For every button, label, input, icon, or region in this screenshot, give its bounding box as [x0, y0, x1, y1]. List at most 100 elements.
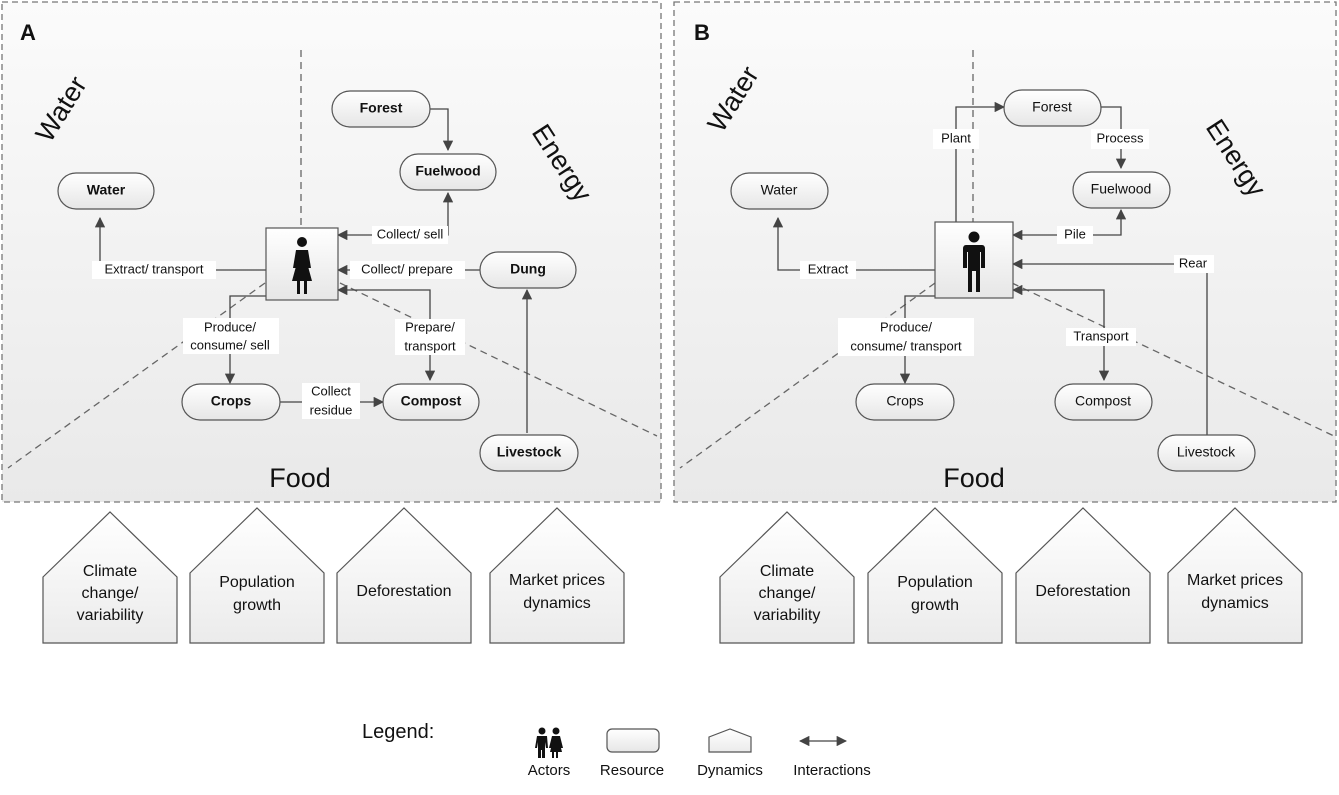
edge-label-extract: Extract: [808, 261, 849, 276]
resource-compost: [1054, 383, 1153, 421]
dynamics-row-a: Climate change/ variability Population g…: [42, 507, 625, 644]
edge-label-extract-transport: Extract/ transport: [105, 261, 204, 276]
sector-food-label: Food: [943, 463, 1005, 493]
panel-a-letter: A: [20, 20, 36, 45]
dynamics-market: [489, 507, 625, 644]
legend: Legend: Actors Resource Dynamics Interac…: [362, 721, 871, 779]
legend-actors-icon: [535, 727, 563, 758]
edge-label-bg: [838, 318, 974, 356]
edge-label-bg: [800, 261, 856, 279]
edge-label-process: Process: [1097, 130, 1144, 145]
resource-livestock: [1157, 434, 1256, 472]
edge-label-bg: [1066, 328, 1136, 346]
edge-label-bg: [92, 261, 216, 279]
resource-water-label: Water: [761, 182, 798, 198]
dynamics-market: [1167, 507, 1303, 644]
resource-dung-label: Dung: [510, 261, 546, 277]
dynamics-market-line-2: dynamics: [523, 595, 591, 612]
resource-forest-label: Forest: [360, 100, 403, 116]
divider-left: [7, 282, 266, 469]
resource-forest: [1003, 89, 1102, 127]
edge-label-produce-2: consume/ sell: [190, 337, 270, 352]
edge-actor-forest: [955, 101, 1006, 222]
legend-resource-label: Resource: [600, 762, 664, 779]
edge-label-bg: [1091, 129, 1149, 149]
edge-actor-fuelwood: [1011, 208, 1127, 241]
resource-forest-label: Forest: [1032, 99, 1072, 115]
edge-label-collect-residue-1: Collect: [311, 383, 351, 398]
edge-label-prepare-1: Prepare/: [405, 319, 455, 334]
edge-label-bg: [350, 261, 465, 279]
dynamics-deforestation: [1015, 507, 1151, 644]
dynamics-climate-line-1: Climate: [83, 563, 137, 580]
edge-label-plant: Plant: [941, 130, 971, 145]
dynamics-population-line-2: growth: [233, 597, 281, 614]
resource-fuelwood-label: Fuelwood: [1091, 181, 1152, 197]
man-icon: [963, 231, 985, 292]
edge-label-collect-residue-2: residue: [310, 402, 353, 417]
legend-interactions-label: Interactions: [793, 762, 871, 779]
dynamics-population-line-1: Population: [219, 574, 295, 591]
resource-water: [57, 172, 155, 210]
panel-b-letter: B: [694, 20, 710, 45]
edge-label-produce-1: Produce/: [204, 319, 256, 334]
resource-dung: [479, 251, 577, 289]
resource-forest: [331, 90, 431, 128]
panel-b: B Water Energy Food Plant Process Pile E…: [673, 1, 1337, 503]
resource-water: [730, 172, 829, 210]
dynamics-market-line-1: Market prices: [509, 572, 605, 589]
edge-label-bg: [183, 318, 279, 354]
dynamics-deforestation-line-1: Deforestation: [1035, 583, 1130, 600]
resource-crops-label: Crops: [886, 393, 923, 409]
edge-label-bg: [372, 226, 448, 244]
edge-label-produce-2: consume/ transport: [850, 338, 962, 353]
resource-livestock: [479, 434, 579, 472]
legend-dynamics-shape: [708, 728, 752, 753]
edge-actor-water: [772, 216, 935, 271]
resource-water-label: Water: [87, 182, 126, 198]
dynamics-population-line-2: growth: [911, 597, 959, 614]
legend-dynamics-label: Dynamics: [697, 762, 763, 779]
edge-label-collect-prepare: Collect/ prepare: [361, 261, 453, 276]
legend-title: Legend:: [362, 721, 434, 743]
dynamics-climate: [42, 511, 178, 644]
resource-compost: [382, 383, 480, 421]
dynamics-climate-line-3: variability: [754, 607, 821, 624]
resource-fuelwood: [399, 153, 497, 191]
dynamics-deforestation: [336, 507, 472, 644]
dynamics-market-line-2: dynamics: [1201, 595, 1269, 612]
edge-label-bg: [933, 129, 979, 149]
divider-left: [679, 282, 936, 469]
resource-crops-label: Crops: [211, 393, 252, 409]
resource-compost-label: Compost: [401, 393, 462, 409]
legend-resource-shape: [606, 728, 660, 753]
dynamics-population: [867, 507, 1003, 644]
resource-crops: [855, 383, 955, 421]
edge-actor-compost: [1011, 284, 1110, 382]
edge-label-rear: Rear: [1179, 255, 1208, 270]
edge-label-produce-1: Produce/: [880, 319, 932, 334]
divider-right: [339, 282, 658, 437]
edge-label-transport: Transport: [1073, 328, 1129, 343]
legend-actors-label: Actors: [528, 762, 571, 779]
dynamics-population-line-1: Population: [897, 574, 973, 591]
edge-forest-fuelwood: [430, 108, 454, 152]
dynamics-row-b: Climate change/ variability Population g…: [719, 507, 1303, 644]
dynamics-climate-line-2: change/: [759, 585, 816, 602]
dynamics-climate-line-1: Climate: [760, 563, 814, 580]
dynamics-climate-line-2: change/: [82, 585, 139, 602]
dynamics-market-line-1: Market prices: [1187, 572, 1283, 589]
resource-livestock-label: Livestock: [1177, 444, 1236, 460]
edge-label-bg: [1174, 255, 1214, 273]
dynamics-population: [189, 507, 325, 644]
resource-livestock-label: Livestock: [497, 444, 562, 460]
edge-label-bg: [395, 319, 465, 355]
edge-label-bg: [1057, 226, 1093, 244]
dynamics-climate: [719, 511, 855, 644]
sector-food-label: Food: [269, 463, 331, 493]
resource-compost-label: Compost: [1075, 393, 1131, 409]
edge-label-bg: [302, 383, 360, 419]
dynamics-deforestation-line-1: Deforestation: [356, 583, 451, 600]
resource-fuelwood-label: Fuelwood: [415, 163, 480, 179]
